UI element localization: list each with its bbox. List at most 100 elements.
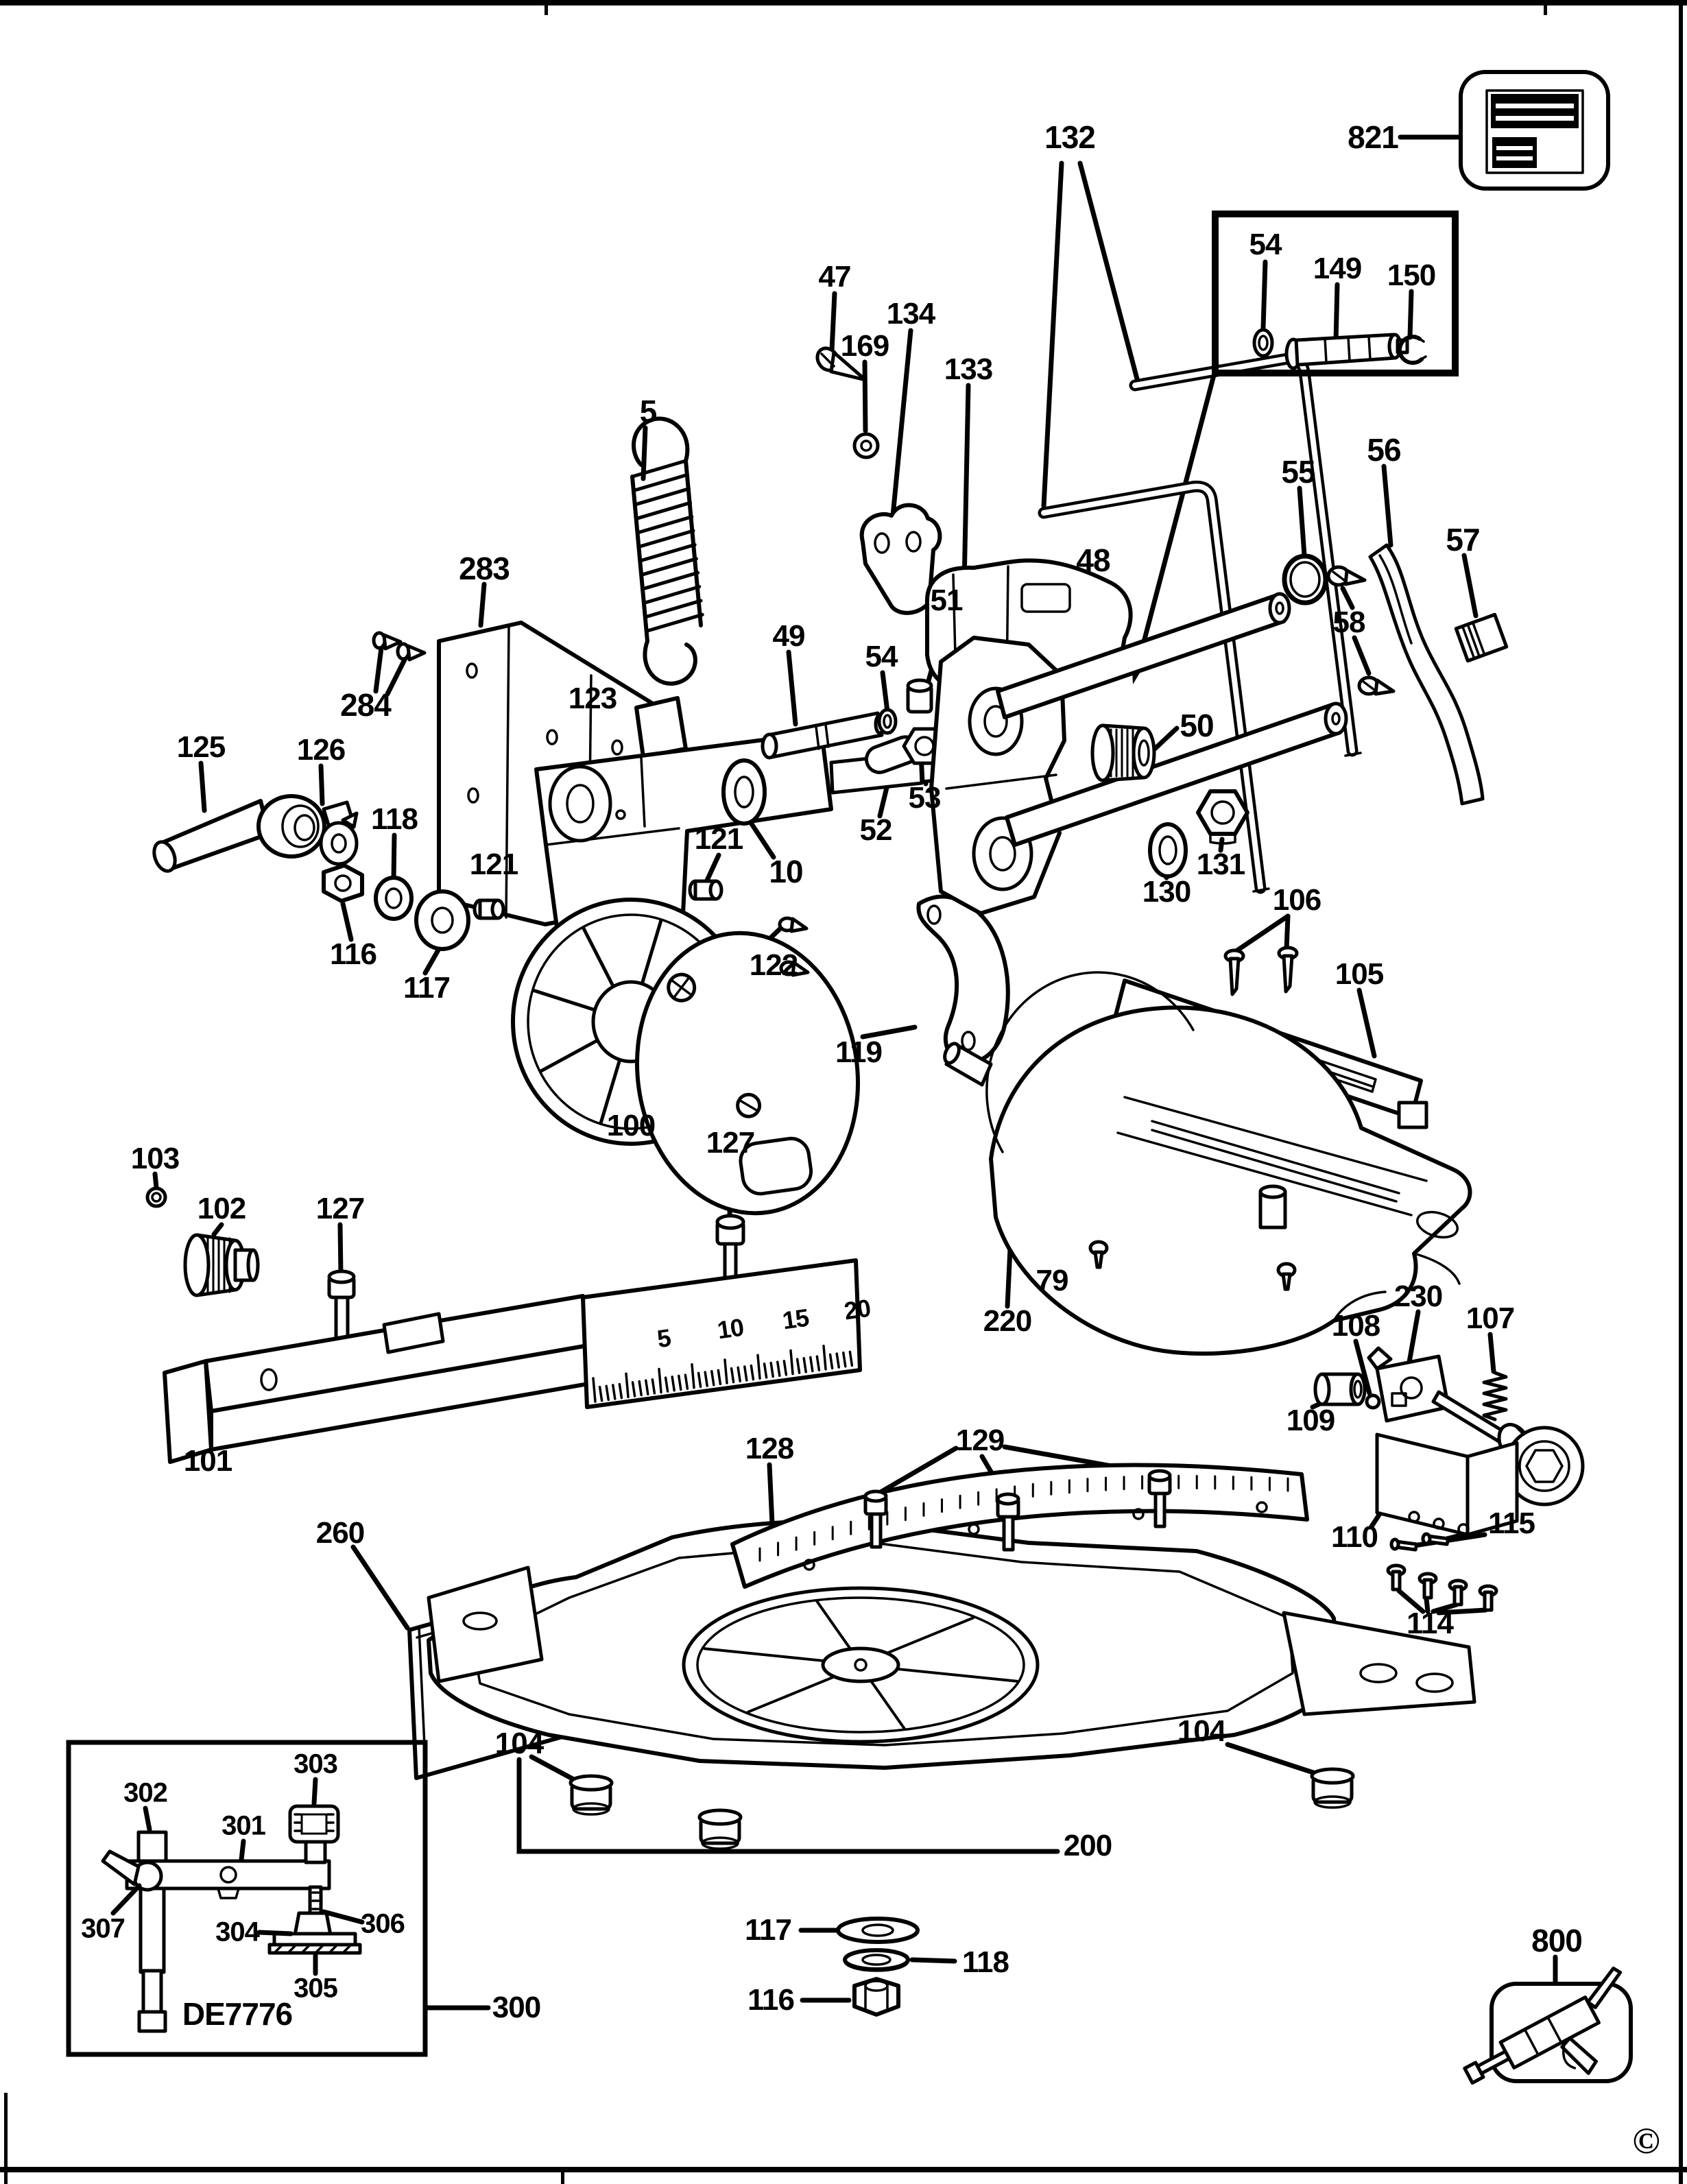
washer-118a [374, 876, 414, 921]
part-label-118a: 118 [371, 802, 418, 836]
part-label-110: 110 [1331, 1520, 1378, 1554]
part-label-47: 47 [818, 260, 852, 293]
part-label-169: 169 [840, 329, 889, 363]
part-label-100: 100 [606, 1109, 656, 1142]
copyright-symbol: © [1632, 2120, 1660, 2161]
set-screw-51 [906, 678, 933, 714]
part-label-10: 10 [769, 854, 803, 889]
part-label-131: 131 [1196, 848, 1245, 881]
guard-119 [916, 894, 1010, 1065]
part-label-106: 106 [1272, 883, 1321, 917]
part-label-821: 821 [1348, 119, 1399, 155]
part-label-57: 57 [1446, 522, 1480, 557]
pin-49 [761, 711, 886, 760]
part-label-104-right: 104 [1177, 1714, 1226, 1748]
part-label-118b: 118 [962, 1945, 1009, 1979]
washer-130 [1148, 822, 1188, 878]
part-label-79: 79 [1036, 1264, 1069, 1297]
clamp-assembly-230 [1313, 1346, 1585, 1507]
fence-scale-plate [581, 1258, 862, 1409]
part-label-116a: 116 [330, 937, 377, 971]
screws-79 [1088, 1240, 1297, 1291]
label-plate-821-icon [1459, 70, 1610, 191]
inset-box-de7776 [66, 1740, 428, 2057]
part-label-55: 55 [1281, 454, 1315, 490]
part-label-307: 307 [81, 1913, 125, 1944]
part-label-306: 306 [361, 1908, 405, 1939]
part-label-52: 52 [859, 813, 893, 847]
part-label-122: 122 [749, 948, 798, 982]
part-label-108: 108 [1331, 1309, 1380, 1343]
washer-169 [852, 432, 880, 459]
ring-55 [1282, 553, 1328, 605]
part-label-230: 230 [1393, 1280, 1443, 1313]
screws-284 [372, 631, 427, 662]
washer-54 [1252, 328, 1274, 358]
o-ring-54b [877, 708, 898, 735]
fence-101 [163, 1294, 590, 1464]
washer-117a [414, 889, 470, 951]
inset-model-code: DE7776 [182, 1996, 293, 2032]
part-label-125: 125 [176, 730, 226, 764]
roll-pin-57 [1454, 612, 1509, 663]
part-label-284: 284 [340, 687, 392, 723]
screw-47 [815, 346, 868, 382]
part-label-101: 101 [183, 1444, 232, 1478]
strip-56 [1368, 543, 1485, 806]
rail-carriage-assembly [906, 543, 1509, 915]
part-label-132: 132 [1044, 119, 1096, 155]
part-label-800: 800 [1531, 1923, 1583, 1958]
turntable-220 [943, 971, 1472, 1356]
accessory-icon-800 [1463, 1966, 1633, 2085]
part-label-123: 123 [568, 682, 617, 715]
part-label-304: 304 [215, 1917, 260, 1947]
part-label-53: 53 [908, 781, 942, 815]
knob-50 [1090, 723, 1156, 782]
part-label-117a: 117 [403, 971, 451, 1005]
inset-box-pivot-pin [1212, 211, 1459, 376]
cam-126 [319, 800, 359, 866]
part-label-301: 301 [222, 1810, 266, 1841]
part-label-127-left: 127 [315, 1192, 365, 1225]
slide-rail-upper-48 [996, 592, 1291, 719]
part-label-5: 5 [639, 394, 658, 429]
snap-ring-150 [1398, 335, 1427, 365]
part-label-58: 58 [1332, 605, 1366, 639]
part-label-109: 109 [1286, 1404, 1335, 1437]
part-label-116b: 116 [747, 1983, 795, 2017]
part-label-260: 260 [315, 1516, 365, 1550]
knob-102 [183, 1233, 260, 1297]
nut-116a [322, 863, 364, 903]
part-label-133: 133 [944, 352, 993, 386]
part-label-134: 134 [886, 297, 935, 331]
slide-rail-lower-48 [1005, 701, 1348, 847]
part-label-54b: 54 [865, 640, 898, 673]
rubber-feet-104 [569, 1767, 1355, 1850]
part-label-119: 119 [835, 1035, 883, 1069]
cover-disc-100 [635, 931, 860, 1216]
plate-110 [1375, 1432, 1519, 1537]
screws-114 [1386, 1563, 1498, 1612]
base-grille [682, 1586, 1040, 1744]
cam-lever-307 [101, 1849, 163, 1892]
part-label-126: 126 [296, 733, 346, 767]
part-label-302: 302 [123, 1777, 168, 1808]
part-label-121a: 121 [469, 848, 518, 881]
screws-122 [778, 916, 810, 977]
clamp-knob-303 [288, 1804, 340, 1864]
ball-108 [1365, 1393, 1381, 1410]
part-label-220: 220 [983, 1304, 1032, 1338]
washer-118b [843, 1948, 910, 1972]
part-label-103: 103 [130, 1142, 180, 1175]
part-label-107: 107 [1465, 1301, 1515, 1335]
glue-gun-icon [1463, 1966, 1623, 2085]
foot-304-305 [267, 1911, 362, 1955]
pin-121-left [472, 898, 505, 920]
screws-58 [1326, 565, 1396, 696]
part-label-105: 105 [1335, 957, 1384, 991]
part-label-115: 115 [1488, 1507, 1535, 1540]
bushing-109 [1313, 1372, 1367, 1406]
screws-129 [863, 1469, 1172, 1552]
